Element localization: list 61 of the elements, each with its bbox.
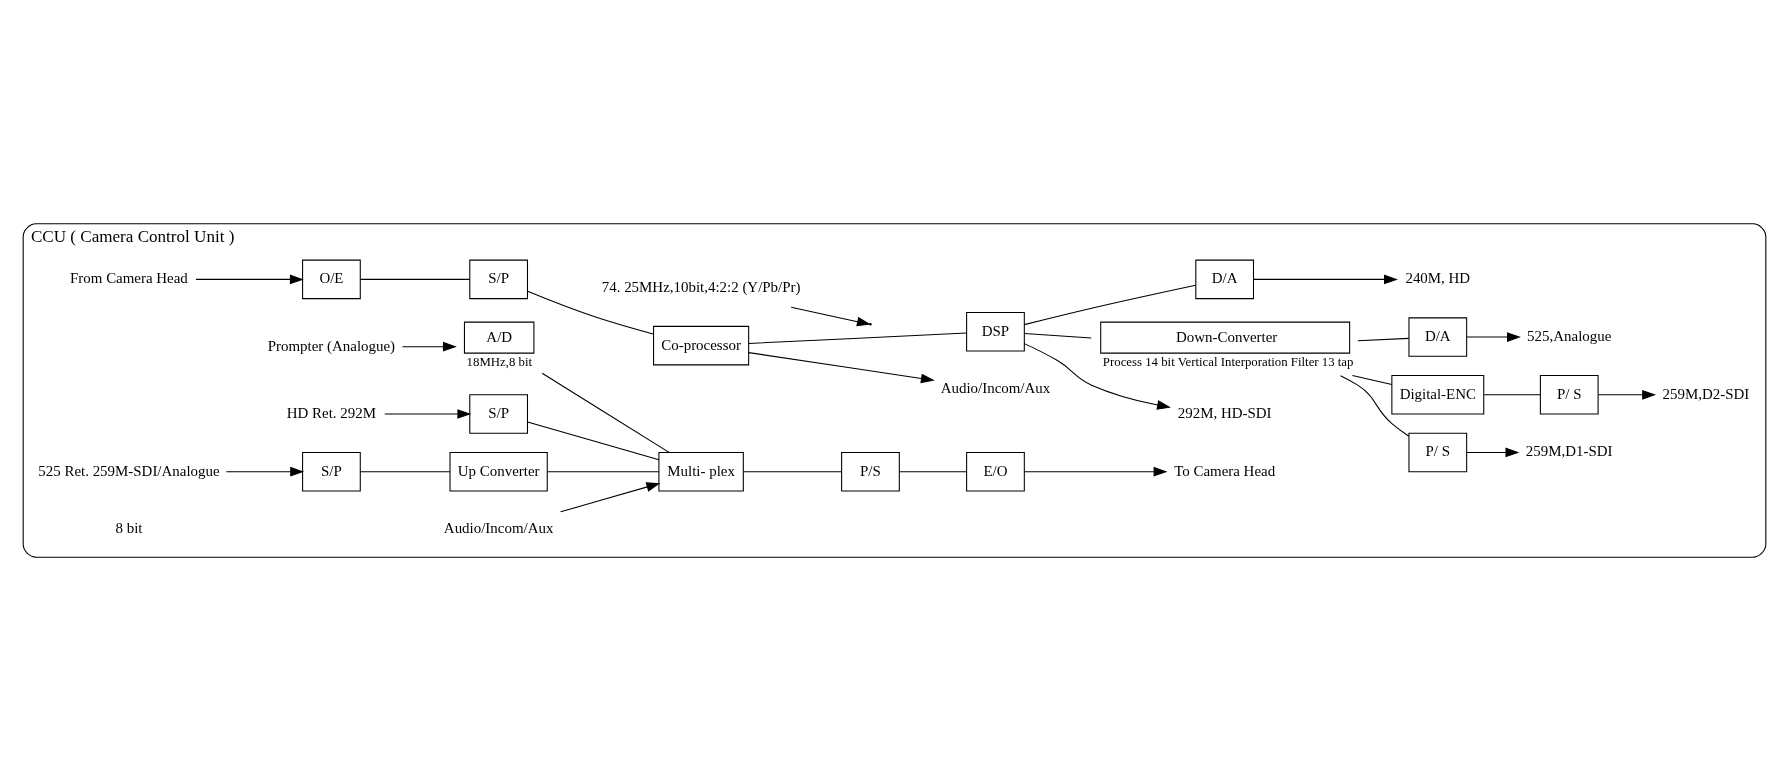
connector bbox=[1023, 333, 1092, 339]
arrow bbox=[790, 306, 871, 327]
node-box: S/P bbox=[469, 394, 529, 434]
arrow bbox=[1023, 343, 1171, 410]
node-text: To Camera Head bbox=[1174, 462, 1276, 479]
connector bbox=[1351, 375, 1393, 386]
arrow bbox=[1466, 447, 1520, 458]
arrow bbox=[401, 341, 457, 352]
node-text: 240M, HD bbox=[1405, 270, 1471, 287]
node-text: 259M,D1-SDI bbox=[1525, 443, 1613, 460]
node-box: P/ S bbox=[1408, 432, 1468, 473]
arrow bbox=[195, 274, 304, 285]
connector bbox=[898, 471, 967, 473]
node-box: S/P bbox=[302, 451, 361, 492]
node-box: Multi- plex bbox=[658, 451, 744, 492]
node-box: Up Converter bbox=[449, 451, 548, 492]
node-text: 74. 25MHz,10bit,4:2:2 (Y/Pb/Pr) bbox=[601, 278, 801, 295]
node-text: 525 Ret. 259M-SDI/Analogue bbox=[38, 462, 220, 479]
arrow bbox=[225, 466, 305, 477]
node-box: E/O bbox=[966, 451, 1025, 492]
arrow bbox=[1023, 466, 1168, 477]
node-box: D/A bbox=[1408, 317, 1468, 357]
node-box: P/S bbox=[841, 451, 900, 492]
connector bbox=[1357, 337, 1410, 342]
node-box: Digital-ENC bbox=[1391, 375, 1485, 415]
node-box: D/A bbox=[1195, 259, 1255, 300]
arrow bbox=[1597, 389, 1657, 400]
node-label: Process 14 bit Vertical Interporation Filter 13 tap bbox=[1102, 354, 1354, 369]
arrow bbox=[384, 409, 472, 419]
node-text: HD Ret. 292M bbox=[286, 404, 377, 421]
node-box: Down-Converter bbox=[1100, 321, 1351, 354]
connector bbox=[359, 278, 471, 280]
node-box: P/ S bbox=[1539, 375, 1599, 415]
connector bbox=[541, 372, 670, 453]
node-text: Prompter (Analogue) bbox=[267, 337, 396, 354]
connector bbox=[748, 332, 967, 344]
label: 8 bit bbox=[115, 520, 143, 537]
node-label: 18MHz,8 bit bbox=[466, 354, 533, 369]
connector bbox=[1023, 284, 1197, 326]
node-text: 259M,D2-SDI bbox=[1662, 385, 1750, 402]
connector bbox=[1483, 394, 1541, 396]
connector bbox=[547, 471, 660, 473]
arrow bbox=[560, 482, 661, 513]
node-text: Audio/Incom/Aux bbox=[443, 520, 554, 537]
node-box: S/P bbox=[469, 259, 529, 300]
arrow bbox=[1253, 274, 1398, 285]
node-box: O/E bbox=[302, 259, 361, 300]
node-text: From Camera Head bbox=[70, 270, 188, 287]
node-text: 292M, HD-SDI bbox=[1177, 404, 1272, 421]
node-box: DSP bbox=[966, 311, 1025, 352]
connector bbox=[1339, 375, 1410, 437]
node-box: A/D bbox=[463, 321, 535, 354]
arrow bbox=[748, 352, 935, 384]
connector bbox=[743, 471, 843, 473]
node-text: 525,Analogue bbox=[1527, 328, 1612, 345]
node-box: Co-processor bbox=[653, 325, 750, 366]
connector bbox=[359, 471, 451, 473]
connector bbox=[527, 421, 660, 461]
node-text: Audio/Incom/Aux bbox=[940, 380, 1051, 397]
arrow bbox=[1466, 332, 1521, 342]
connector bbox=[527, 290, 654, 335]
